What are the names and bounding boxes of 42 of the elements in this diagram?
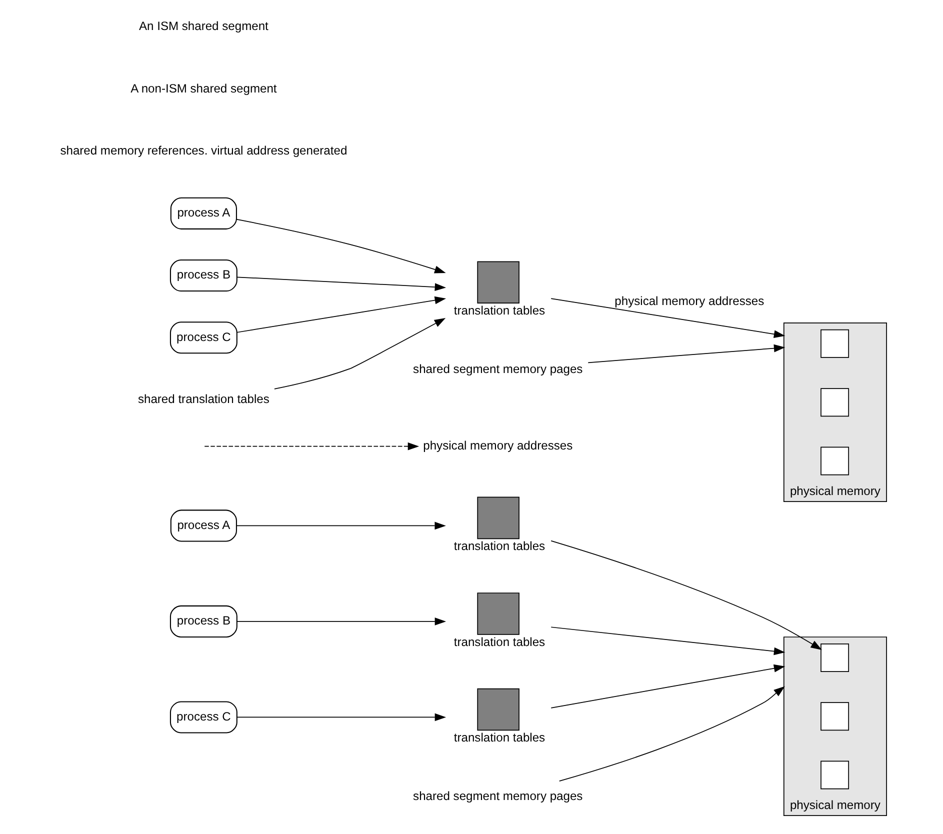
node-label: translation tables — [453, 304, 545, 318]
node-box — [820, 702, 849, 731]
node-box: process B — [169, 605, 237, 638]
label: shared memory references. virtual address generated — [60, 143, 347, 158]
node-box: process C — [169, 322, 237, 354]
node-text: shared segment memory pages — [412, 362, 582, 376]
node-label: physical memory — [789, 484, 880, 498]
node-box: process C — [169, 701, 237, 734]
arrow — [550, 664, 785, 708]
edge-label: physical memory addresses — [614, 294, 764, 308]
node-text: shared segment memory pages — [412, 788, 582, 803]
arrow — [274, 318, 446, 390]
arrow — [550, 626, 785, 656]
arrow — [558, 686, 784, 782]
arrow — [236, 618, 446, 626]
node-box: process B — [169, 259, 237, 292]
node-box: process A — [170, 510, 236, 542]
node-box — [820, 643, 849, 672]
node-box — [820, 329, 849, 358]
node-label: translation tables — [453, 634, 545, 649]
node-label: translation tables — [453, 539, 545, 554]
arrow — [236, 276, 446, 291]
arrow — [550, 540, 822, 650]
node-box: process A — [170, 197, 236, 230]
cluster — [782, 636, 886, 816]
arrow — [550, 298, 785, 338]
label: An ISM shared segment — [138, 19, 268, 34]
node-label: physical memory — [789, 798, 880, 812]
arrow — [236, 522, 446, 530]
arrow — [587, 344, 785, 364]
arrow — [236, 218, 446, 274]
node-text: physical memory addresses — [422, 438, 572, 453]
arrow — [204, 442, 419, 450]
arrow — [236, 296, 446, 333]
node-text: shared translation tables — [137, 392, 269, 406]
node-box — [820, 760, 849, 790]
arrow — [236, 713, 446, 722]
node-box — [820, 446, 849, 476]
node-label: translation tables — [453, 730, 545, 745]
cluster — [782, 322, 886, 502]
label: A non-ISM shared segment — [130, 81, 276, 96]
node-box — [820, 388, 849, 417]
